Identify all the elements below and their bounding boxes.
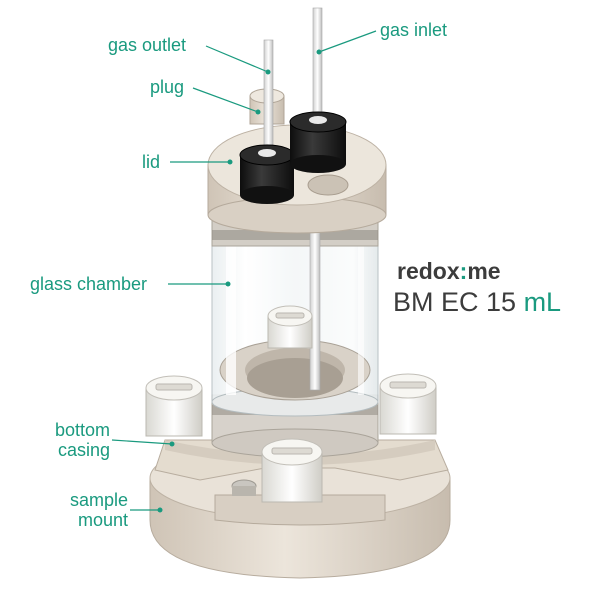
- brand-part1: redox: [397, 258, 460, 284]
- knob-right: [379, 373, 437, 435]
- bottom-casing-label: bottom casing: [30, 420, 110, 460]
- sample-mount-label-line1: sample: [69, 490, 128, 510]
- knob-front: [261, 438, 323, 503]
- leader-lines: [111, 30, 377, 513]
- sample-mount-label-line2: mount: [77, 510, 128, 530]
- bottom-casing-label-line2: casing: [57, 440, 110, 460]
- plug-label: plug: [150, 77, 185, 97]
- sample-mount-label: sample mount: [28, 490, 128, 530]
- brand-logo: redox:me: [397, 258, 501, 285]
- model-text: BM EC 15: [393, 287, 517, 317]
- knob-back: [267, 305, 313, 349]
- brand-dot: :: [459, 258, 468, 284]
- model-unit: mL: [523, 287, 562, 317]
- gas-inlet-cap: [289, 7, 347, 173]
- lid-label: lid: [142, 152, 161, 172]
- gas-outlet-label: gas outlet: [108, 35, 187, 55]
- gas-outlet-cap: [239, 39, 295, 204]
- knob-left: [145, 375, 203, 437]
- model-name: BM EC 15 mL: [393, 287, 561, 318]
- glass-chamber-label: glass chamber: [30, 274, 148, 294]
- brand-part2: me: [467, 258, 501, 284]
- bottom-casing-label-line1: bottom: [54, 420, 110, 440]
- gas-inlet-label: gas inlet: [380, 20, 448, 40]
